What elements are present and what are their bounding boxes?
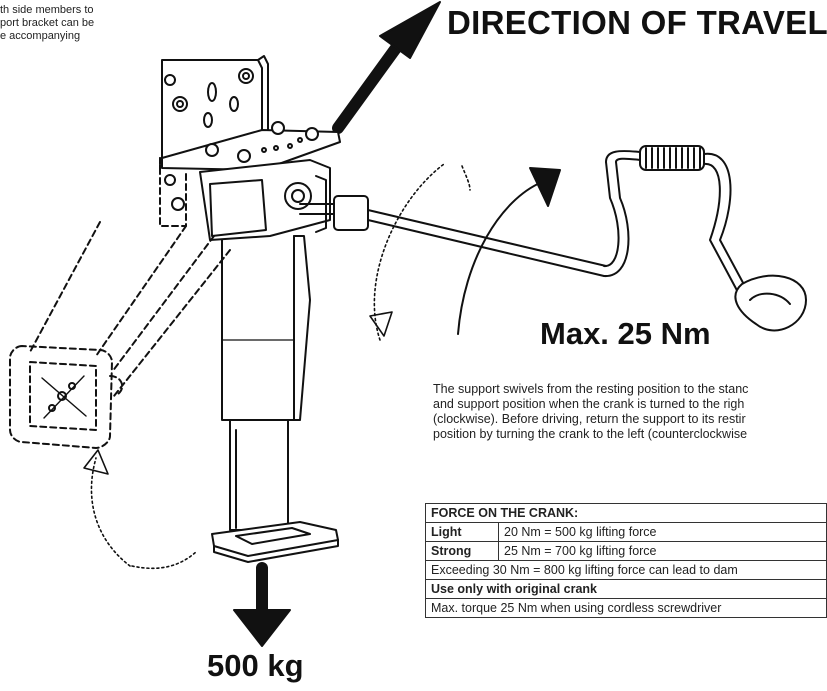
strong-value: 25 Nm = 700 kg lifting force xyxy=(498,541,827,561)
foot-plate xyxy=(211,521,339,563)
load-weight-label: 500 kg xyxy=(207,648,304,683)
top-plate xyxy=(161,121,341,171)
detached-plate xyxy=(9,221,231,449)
light-value: 20 Nm = 500 kg lifting force xyxy=(498,522,827,542)
table-row: FORCE ON THE CRANK: xyxy=(425,503,827,523)
max-torque-label: Max. 25 Nm xyxy=(540,316,711,351)
force-table-header: FORCE ON THE CRANK: xyxy=(425,503,827,523)
description-line: The support swivels from the resting pos… xyxy=(433,382,749,396)
swivel-head xyxy=(199,159,331,241)
intro-line: e accompanying xyxy=(0,30,81,42)
support-leg xyxy=(221,235,311,531)
table-row: Strong 25 Nm = 700 kg lifting force xyxy=(425,541,827,561)
intro-line: port bracket can be xyxy=(0,17,95,29)
light-label: Light xyxy=(425,522,499,542)
intro-text: th side members to port bracket can be e… xyxy=(0,4,150,43)
table-row: Max. torque 25 Nm when using cordless sc… xyxy=(425,598,827,618)
strong-label: Strong xyxy=(425,541,499,561)
description-line: position by turning the crank to the lef… xyxy=(433,427,748,441)
load-arrow xyxy=(233,562,291,647)
plate-cross xyxy=(41,375,87,419)
original-crank-note: Use only with original crank xyxy=(425,579,827,599)
max-torque-note: Max. torque 25 Nm when using cordless sc… xyxy=(425,598,827,618)
intro-line: th side members to xyxy=(0,4,94,16)
description-line: and support position when the crank is t… xyxy=(433,397,745,411)
crank xyxy=(299,145,807,332)
swivel-description: The support swivels from the resting pos… xyxy=(433,382,827,442)
description-line: (clockwise). Before driving, return the … xyxy=(433,412,746,426)
exceeding-warning: Exceeding 30 Nm = 800 kg lifting force c… xyxy=(425,560,827,580)
table-row: Use only with original crank xyxy=(425,579,827,599)
rotation-arrow xyxy=(457,167,561,335)
direction-of-travel-heading: DIRECTION OF TRAVEL xyxy=(447,4,827,41)
table-row: Light 20 Nm = 500 kg lifting force xyxy=(425,522,827,542)
direction-arrow xyxy=(332,1,441,134)
table-row: Exceeding 30 Nm = 800 kg lifting force c… xyxy=(425,560,827,580)
mounting-plate xyxy=(161,55,269,159)
force-table: FORCE ON THE CRANK: Light 20 Nm = 500 kg… xyxy=(425,503,827,618)
